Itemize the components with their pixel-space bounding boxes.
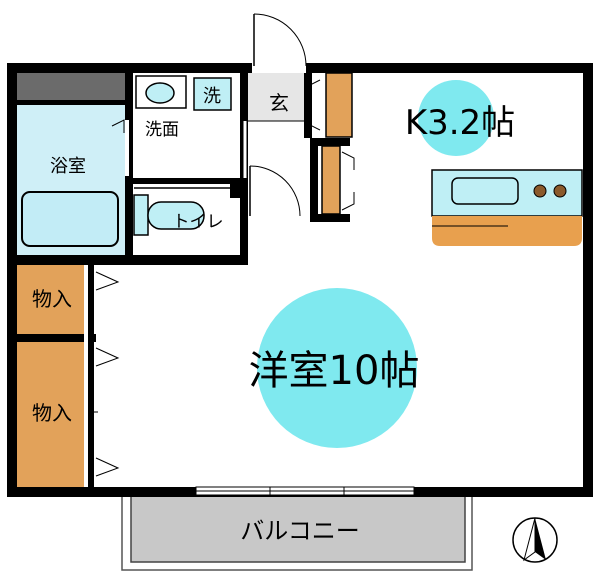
shoe-closet (307, 72, 355, 215)
toilet-label: トイレ (173, 212, 224, 232)
bath-label: 浴室 (50, 156, 86, 177)
balcony-label: バルコニー (240, 517, 360, 545)
front-door (252, 13, 307, 73)
gray-panel (17, 73, 125, 100)
washer-label: 洗 (203, 86, 221, 107)
kitchen-counter (431, 169, 583, 246)
storage-lower-label: 物入 (32, 401, 72, 425)
western-room-circle (257, 288, 417, 448)
north-arrow-icon (512, 517, 558, 563)
washroom-label: 洗面 (145, 120, 179, 140)
western-room-label: 洋室10帖 (249, 348, 420, 394)
hall-door (243, 121, 301, 217)
kitchen-circle (418, 80, 494, 156)
storage-upper-label: 物入 (32, 287, 72, 311)
entrance-area (248, 68, 350, 222)
stove-burner-icon (533, 184, 547, 198)
storage-closets (17, 265, 120, 487)
balcony (121, 489, 473, 571)
washer-space (193, 77, 232, 111)
entrance-label: 玄 (269, 91, 289, 115)
balcony-window (195, 486, 415, 496)
bath-area (17, 105, 125, 255)
kitchen-label: K3.2帖 (405, 103, 515, 143)
wash-basin (135, 75, 187, 109)
bath-door (111, 119, 129, 176)
toilet-fixture (133, 187, 236, 236)
stove-burner-icon (553, 184, 567, 198)
